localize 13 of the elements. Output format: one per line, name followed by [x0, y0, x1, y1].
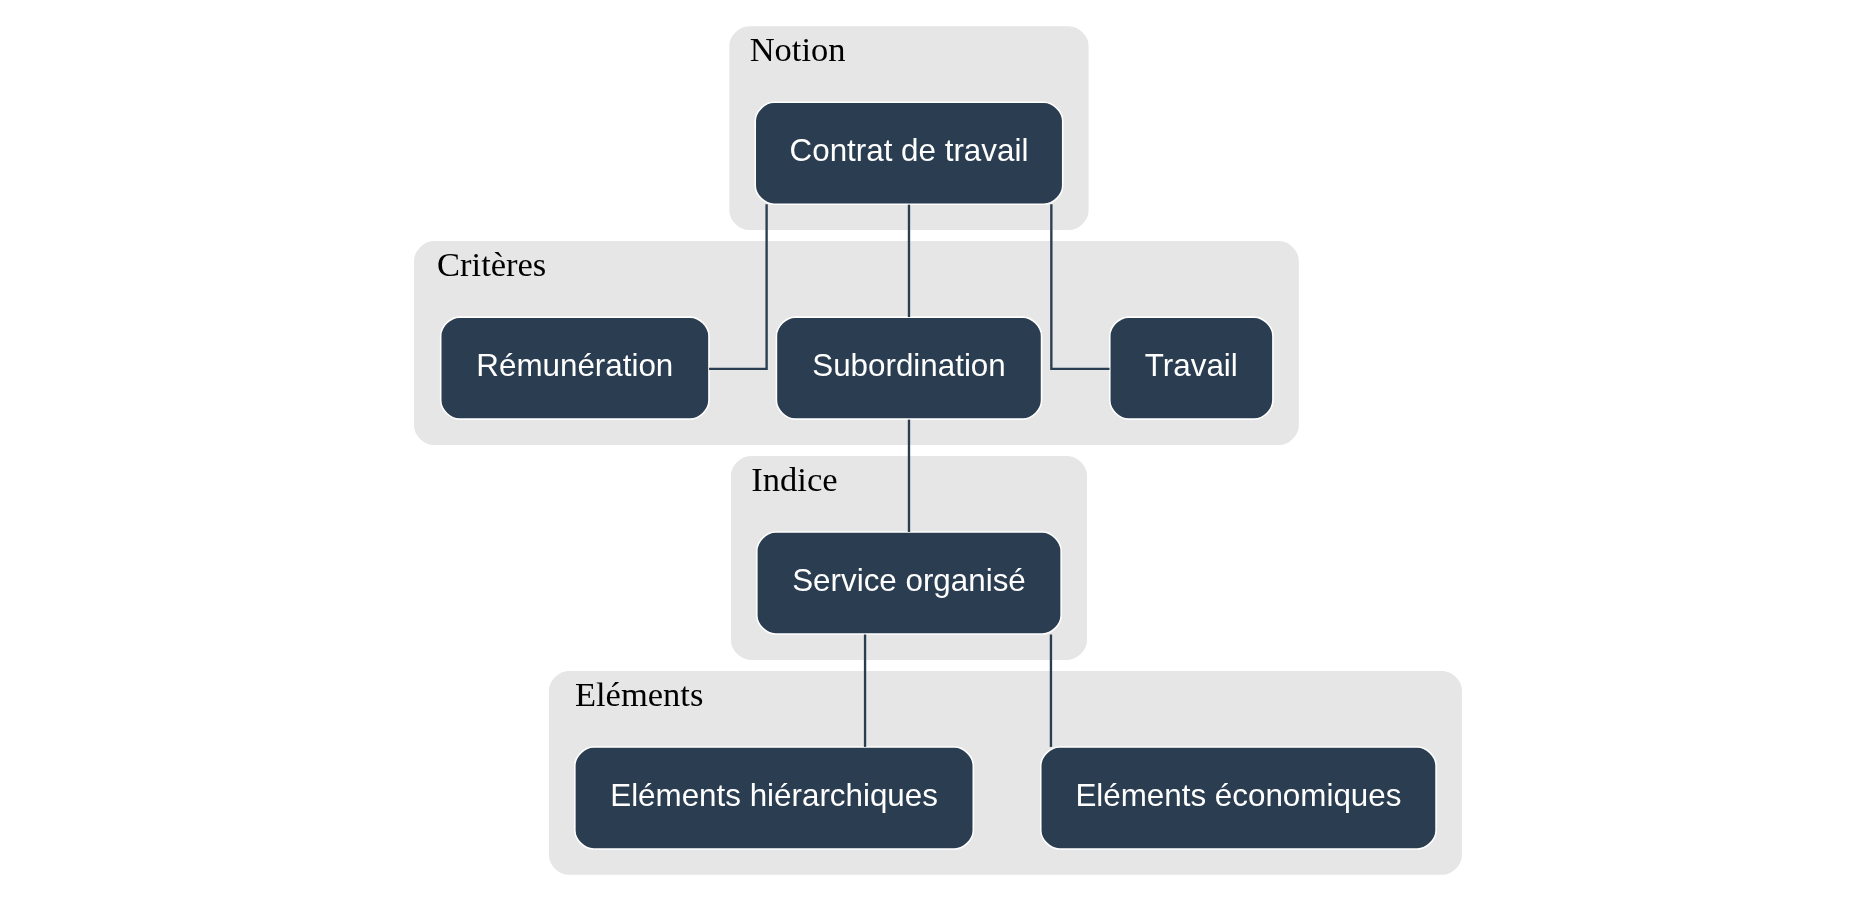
node-box: Subordination: [775, 316, 1043, 420]
node-box: Contrat de travail: [754, 101, 1064, 205]
connector: [863, 634, 867, 747]
connector: [1049, 634, 1053, 747]
connector: [907, 419, 911, 532]
connector: [1050, 204, 1110, 371]
node-box: Service organisé: [756, 531, 1062, 635]
node-box: Eléments hiérarchiques: [574, 746, 975, 850]
connector: [907, 204, 911, 318]
connector: [709, 204, 768, 371]
node-box: Rémunération: [439, 316, 710, 420]
node-box: Eléments économiques: [1039, 746, 1437, 850]
node-box: Travail: [1109, 316, 1274, 420]
